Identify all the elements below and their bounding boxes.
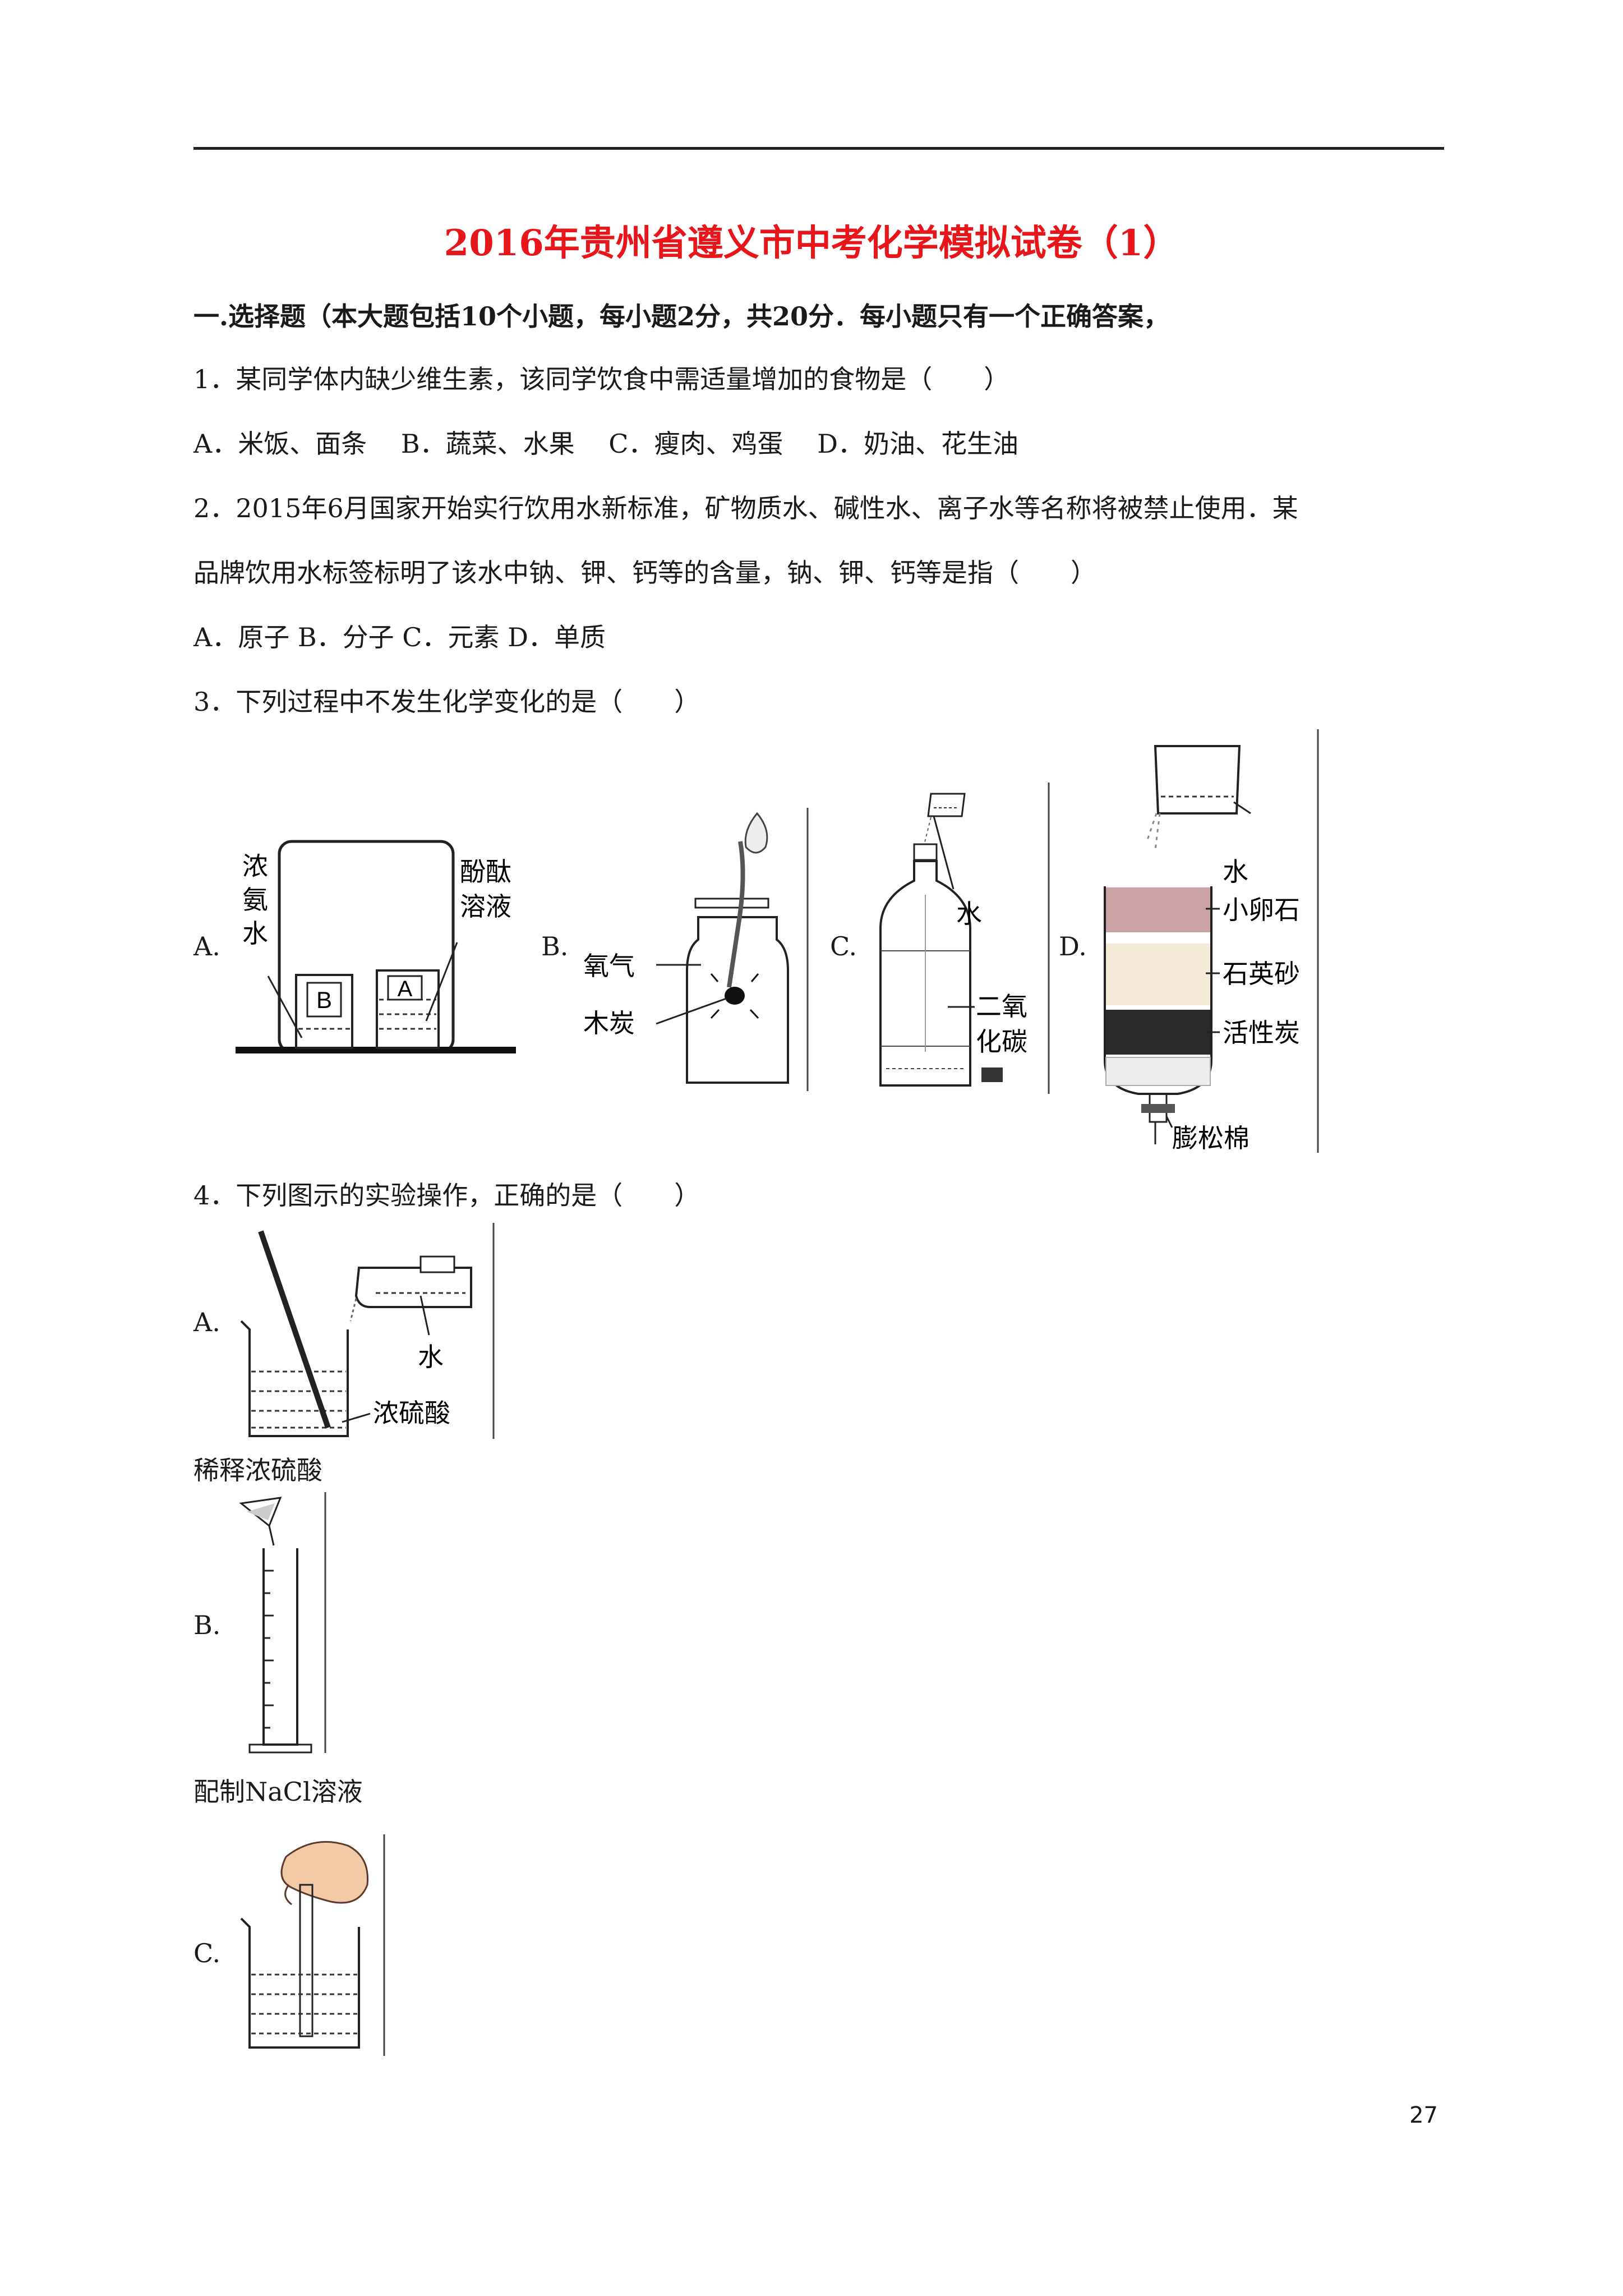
q4-option-b-letter: B. (193, 1610, 221, 1640)
beaker-b-label: B (316, 987, 332, 1013)
section-heading: 一.选择题（本大题包括10个小题，每小题2分，共20分．每小题只有一个正确答案， (193, 301, 1170, 332)
q1-options: A．米饭、面条 B．蔬菜、水果 C．瘦肉、鸡蛋 D．奶油、花生油 (193, 429, 1018, 459)
page-title: 2016年贵州省遵义市中考化学模拟试卷（1） (444, 222, 1179, 264)
q4-option-a-letter: A. (193, 1307, 220, 1337)
phenol-label-1: 酚酞 (460, 857, 511, 886)
q1-stem: 1．某同学体内缺少维生素，该同学饮食中需适量增加的食物是（ ） (193, 364, 1010, 394)
q3-option-c-letter: C. (830, 931, 857, 961)
q3-fig-a-ammonia-diffusion: B A 浓 氨 水 酚酞 溶液 (236, 836, 527, 1060)
phenol-label-2: 溶液 (460, 892, 511, 921)
ammonia-label-2: 氨 (242, 885, 268, 914)
oxygen-label: 氧气 (583, 951, 635, 981)
q2-stem-line2: 品牌饮用水标签标明了该水中钠、钾、钙等的含量，钠、钾、钙等是指（ ） (193, 558, 1096, 588)
charcoal-label: 木炭 (583, 1009, 635, 1038)
q2-stem-line1: 2．2015年6月国家开始实行饮用水新标准，矿物质水、碱性水、离子水等名称将被禁… (193, 493, 1298, 523)
q4-fig-b-graduated-cylinder (236, 1492, 334, 1756)
water-label-c: 水 (956, 899, 982, 928)
q3-fig-d-water-filter: 水 小卵石 石英砂 活性炭 膨松棉 (1094, 729, 1324, 1156)
q4-a-caption: 稀释浓硫酸 (193, 1455, 322, 1485)
ammonia-label-3: 水 (242, 919, 268, 948)
q4-option-c-letter: C. (193, 1938, 221, 1968)
ammonia-label-1: 浓 (242, 852, 268, 881)
q4-stem: 4．下列图示的实验操作，正确的是（ ） (193, 1180, 700, 1211)
beaker-a-label: A (398, 977, 413, 1001)
q4-fig-c-ph-test (236, 1834, 387, 2059)
q3-option-a-letter: A. (193, 931, 220, 961)
pebble-label: 小卵石 (1223, 895, 1300, 924)
water-label-d: 水 (1223, 857, 1248, 886)
q4-fig-a-dilute-acid: 水 浓硫酸 (236, 1223, 499, 1442)
page-number: 27 (1409, 2102, 1438, 2128)
header-rule (193, 147, 1444, 150)
water-label-4a: 水 (418, 1342, 444, 1372)
co2-label-1: 二氧 (976, 992, 1027, 1021)
q4-b-caption: 配制NaCl溶液 (193, 1777, 363, 1807)
quartz-sand-label: 石英砂 (1223, 959, 1300, 988)
q3-fig-b-charcoal-oxygen: 氧气 木炭 (578, 808, 824, 1094)
acid-label-4a: 浓硫酸 (373, 1398, 450, 1428)
q3-option-b-letter: B. (541, 931, 569, 961)
q2-options: A．原子 B．分子 C．元素 D．单质 (193, 622, 606, 652)
co2-label-2: 化碳 (976, 1027, 1027, 1056)
q3-stem: 3．下列过程中不发生化学变化的是（ ） (193, 687, 700, 717)
q3-fig-c-co2-bottle: 水 二氧 化碳 (864, 783, 1054, 1097)
cotton-label: 膨松棉 (1172, 1124, 1249, 1153)
q3-option-d-letter: D. (1059, 931, 1087, 961)
activated-carbon-label: 活性炭 (1223, 1018, 1300, 1047)
